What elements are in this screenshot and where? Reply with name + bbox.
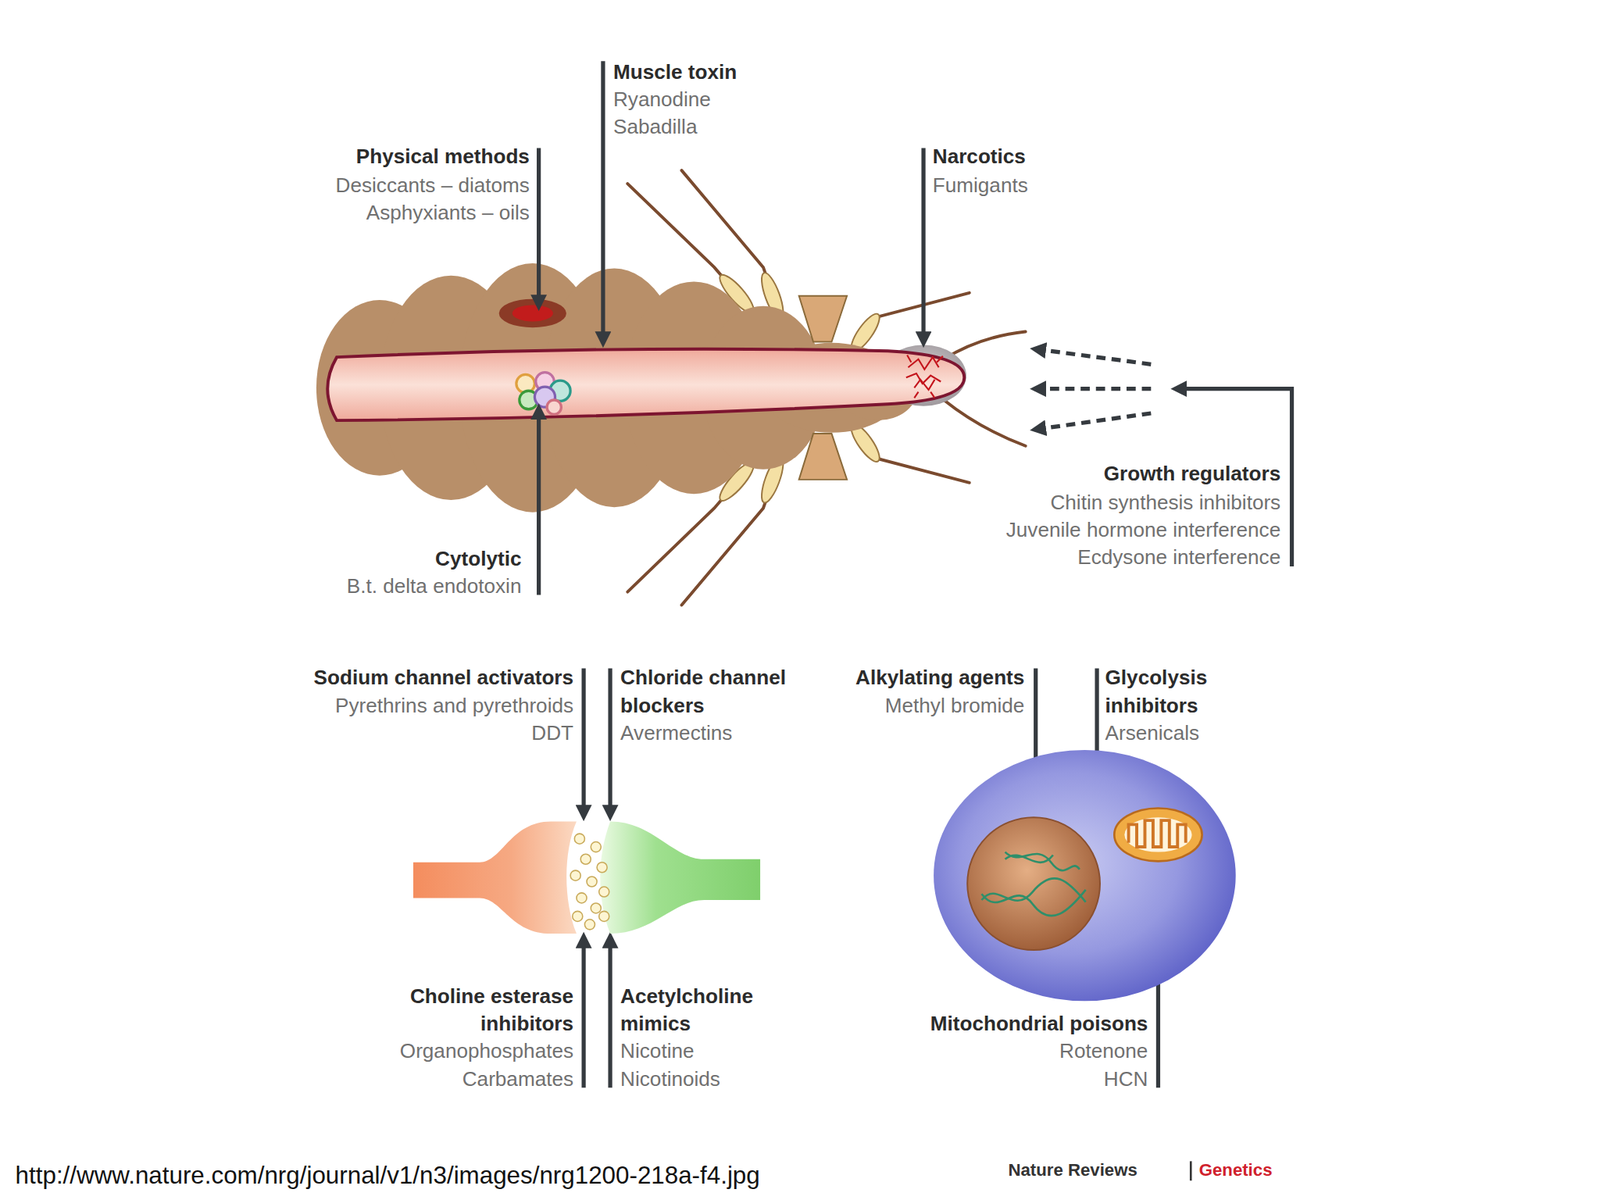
dna-strand bbox=[981, 852, 1086, 917]
category-heading: Choline esterase inhibitors bbox=[369, 982, 574, 1038]
mitochondrion-part bbox=[1128, 820, 1186, 847]
leader-arrows-part bbox=[581, 936, 586, 1088]
category-heading: Narcotics bbox=[932, 142, 1026, 170]
mitochondrion-part bbox=[1124, 817, 1192, 852]
example-name: Carbamates bbox=[462, 1064, 574, 1093]
gut-cells bbox=[516, 372, 571, 415]
insect-legs-part bbox=[943, 331, 1025, 359]
insect-wing-stubs-part bbox=[799, 296, 847, 343]
dna-strand-part bbox=[1005, 852, 1080, 872]
example-name: Ryanodine bbox=[613, 85, 711, 113]
cell-body bbox=[933, 750, 1236, 1001]
synaptic-vesicles-part bbox=[586, 876, 597, 887]
synaptic-vesicles-part bbox=[590, 903, 601, 914]
category-heading: Mitochondrial poisons bbox=[930, 1009, 1149, 1037]
dna-strand-part bbox=[981, 878, 1086, 902]
example-name: Desiccants – diatoms bbox=[335, 171, 530, 199]
mitochondrion bbox=[1114, 807, 1202, 861]
synaptic-vesicles-part bbox=[599, 886, 610, 897]
dna-strand-part bbox=[981, 889, 1086, 916]
insect-legs-part bbox=[943, 400, 1025, 447]
leader-arrows-part bbox=[536, 407, 541, 595]
example-name: B.t. delta endotoxin bbox=[346, 571, 522, 600]
synaptic-vesicles-part bbox=[584, 919, 595, 930]
example-name: Juvenile hormone interference bbox=[1006, 515, 1281, 543]
cuticle-lesion-part bbox=[512, 305, 554, 322]
example-name: Nicotinoids bbox=[620, 1064, 721, 1093]
example-name: Ecdysone interference bbox=[1077, 543, 1281, 572]
synaptic-vesicles-part bbox=[572, 910, 583, 922]
example-name: Chitin synthesis inhibitors bbox=[1050, 488, 1281, 516]
synaptic-vesicles-part bbox=[590, 842, 601, 853]
category-heading: Growth regulators bbox=[1103, 459, 1281, 487]
category-heading: Chloride channel blockers bbox=[620, 664, 825, 720]
leader-arrows-part bbox=[607, 936, 612, 1088]
synaptic-vesicles-part bbox=[574, 833, 585, 844]
insect-wing-stubs-part bbox=[799, 433, 847, 480]
gut-cells-part bbox=[546, 400, 561, 415]
dna-strand-part bbox=[1005, 855, 1054, 863]
journal-name: Genetics bbox=[1199, 1159, 1273, 1183]
category-heading: Sodium channel activators bbox=[314, 664, 574, 692]
leader-arrows-part bbox=[536, 147, 541, 306]
synaptic-vesicles-part bbox=[570, 870, 581, 881]
example-name: Avermectins bbox=[620, 718, 733, 747]
example-name: Asphyxiants – oils bbox=[366, 198, 530, 226]
category-heading: Muscle toxin bbox=[613, 57, 737, 86]
cuticle-lesion bbox=[499, 299, 567, 329]
publisher-divider bbox=[1189, 1160, 1193, 1181]
category-heading: Alkylating agents bbox=[855, 664, 1025, 692]
leader-arrows bbox=[539, 60, 1293, 1088]
dashed-arrows-part bbox=[1034, 349, 1151, 365]
example-name: HCN bbox=[1103, 1064, 1149, 1093]
category-heading: Cytolytic bbox=[435, 544, 522, 572]
example-name: Nicotine bbox=[620, 1037, 694, 1065]
mitochondrion-part bbox=[1114, 807, 1202, 861]
leader-arrows-part bbox=[581, 668, 586, 817]
presynaptic-neuron bbox=[413, 821, 577, 934]
example-name: Organophosphates bbox=[400, 1037, 574, 1065]
dashed-arrows-part bbox=[1034, 386, 1151, 391]
leader-arrows-part bbox=[607, 668, 612, 817]
insect-gut bbox=[327, 349, 965, 421]
brain-damage bbox=[906, 355, 943, 399]
synaptic-vesicles-part bbox=[576, 892, 587, 904]
brain-damage-part bbox=[914, 379, 935, 390]
category-heading: Glycolysis inhibitors bbox=[1105, 664, 1269, 720]
example-name: Pyrethrins and pyrethroids bbox=[335, 691, 574, 719]
leader-arrows-part bbox=[600, 60, 605, 343]
example-name: Fumigants bbox=[932, 171, 1029, 199]
leader-arrows-part bbox=[921, 147, 925, 343]
publisher-name: Nature Reviews bbox=[1007, 1159, 1137, 1183]
category-heading: Physical methods bbox=[356, 142, 530, 170]
example-name: Sabadilla bbox=[613, 112, 697, 140]
synaptic-vesicles-part bbox=[599, 910, 610, 922]
example-name: Arsenicals bbox=[1105, 718, 1200, 747]
example-name: Methyl bromide bbox=[885, 691, 1025, 719]
brain-damage-part bbox=[907, 357, 939, 370]
synaptic-vesicles-part bbox=[580, 853, 591, 865]
synaptic-vesicles-part bbox=[596, 862, 608, 873]
cell-nucleus bbox=[967, 817, 1100, 950]
source-url: http://www.nature.com/nrg/journal/v1/n3/… bbox=[15, 1160, 761, 1191]
example-name: Rotenone bbox=[1059, 1037, 1148, 1065]
brain-damage-part bbox=[907, 355, 943, 399]
dashed-arrows-part bbox=[1034, 413, 1151, 430]
dashed-arrows bbox=[1034, 349, 1151, 430]
postsynaptic-neuron bbox=[600, 821, 761, 934]
category-heading: Acetylcholine mimics bbox=[620, 982, 794, 1038]
example-name: DDT bbox=[531, 718, 574, 747]
cuticle-lesion-part bbox=[499, 299, 567, 329]
synaptic-vesicles bbox=[570, 833, 610, 930]
